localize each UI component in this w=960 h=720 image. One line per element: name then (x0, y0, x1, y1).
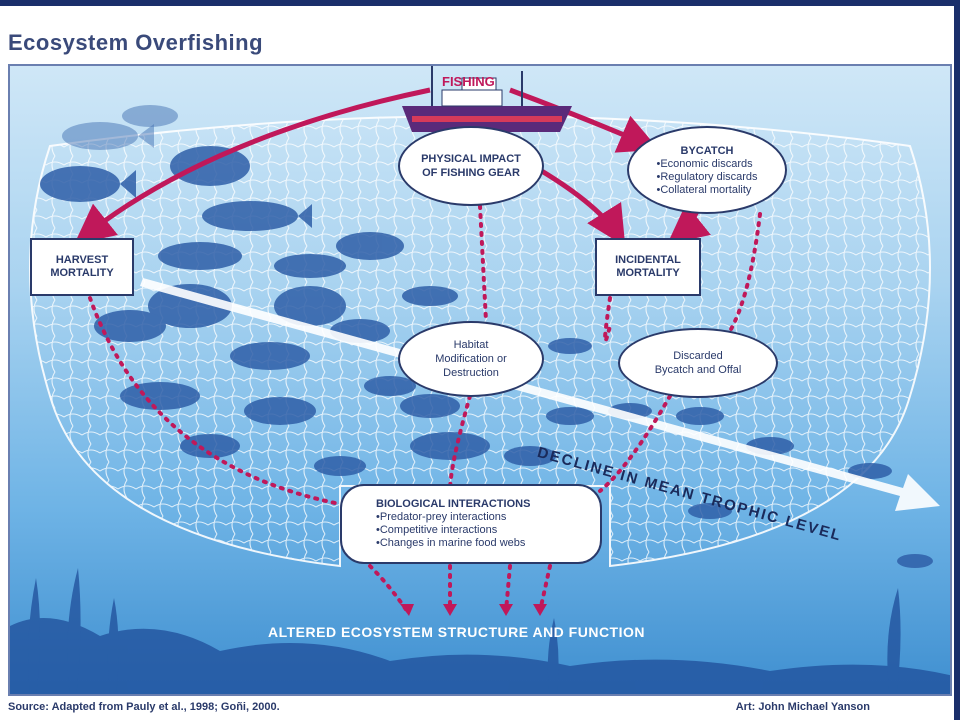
bio-item: •Changes in marine food webs (376, 537, 526, 549)
node-biological-interactions: BIOLOGICAL INTERACTIONS •Predator-prey i… (340, 484, 602, 564)
physical-impact-line-1: PHYSICAL IMPACT (421, 153, 521, 165)
bio-title: BIOLOGICAL INTERACTIONS (376, 498, 531, 510)
right-border (954, 0, 960, 720)
bycatch-item: •Regulatory discards (656, 170, 758, 183)
harvest-line-1: HARVEST (55, 254, 109, 266)
node-harvest-mortality: HARVEST MORTALITY (30, 238, 134, 296)
habitat-line-3: Destruction (443, 367, 499, 379)
source-note: Source: Adapted from Pauly et al., 1998;… (8, 701, 280, 713)
incidental-line-2: MORTALITY (616, 267, 680, 279)
node-habitat: Habitat Modification or Destruction (398, 321, 544, 397)
bycatch-title: BYCATCH (680, 144, 734, 157)
dotted-arrowheads (400, 604, 547, 616)
fish-school (40, 105, 933, 568)
bycatch-item: •Collateral mortality (656, 183, 752, 196)
discarded-line-1: Discarded (673, 350, 723, 362)
node-physical-impact: PHYSICAL IMPACT OF FISHING GEAR (398, 126, 544, 206)
altered-label: ALTERED ECOSYSTEM STRUCTURE AND FUNCTION (268, 624, 645, 640)
fishing-boat-icon (402, 66, 572, 132)
diagram-panel: FISHING PHYSICAL IMPACT OF FISHING GEAR … (8, 64, 952, 696)
harvest-line-2: MORTALITY (50, 267, 114, 279)
bio-item: •Competitive interactions (376, 524, 498, 536)
node-discarded-bycatch: Discarded Bycatch and Offal (618, 328, 778, 398)
page-title: Ecosystem Overfishing (8, 30, 264, 55)
decline-arrow (140, 278, 940, 511)
seabed (10, 568, 950, 694)
node-bycatch: BYCATCH •Economic discards •Regulatory d… (627, 126, 787, 214)
physical-impact-line-2: OF FISHING GEAR (422, 167, 520, 179)
discarded-line-2: Bycatch and Offal (654, 364, 742, 376)
habitat-line-2: Modification or (435, 353, 507, 365)
top-border (0, 0, 960, 6)
node-incidental-mortality: INCIDENTAL MORTALITY (595, 238, 701, 296)
node-fishing: FISHING (442, 74, 495, 89)
incidental-line-1: INCIDENTAL (615, 254, 681, 266)
bio-item: •Predator-prey interactions (376, 511, 507, 523)
art-credit: Art: John Michael Yanson (735, 701, 870, 713)
habitat-line-1: Habitat (453, 339, 489, 351)
bycatch-item: •Economic discards (656, 157, 753, 170)
